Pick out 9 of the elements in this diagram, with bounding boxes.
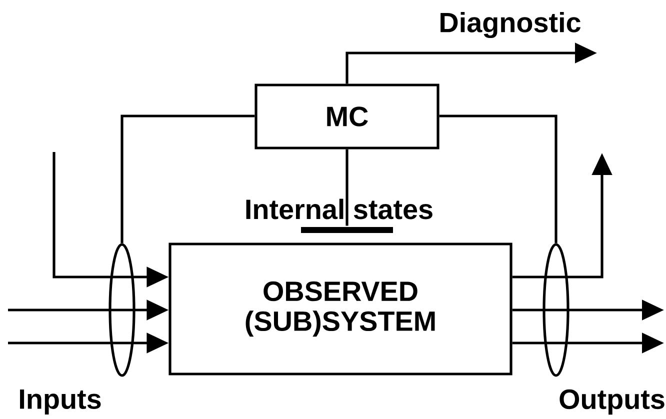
process-box: MC	[254, 84, 440, 150]
label: Outputs	[560, 389, 664, 415]
bar	[301, 227, 393, 233]
label: Inputs	[20, 390, 101, 414]
edge-label: Diagnostic	[438, 10, 582, 40]
process-box: OBSERVED (SUB)SYSTEM	[168, 242, 512, 376]
ellipse-marker	[542, 243, 570, 377]
label: Internal states	[246, 198, 432, 220]
ellipse-marker	[108, 243, 136, 377]
